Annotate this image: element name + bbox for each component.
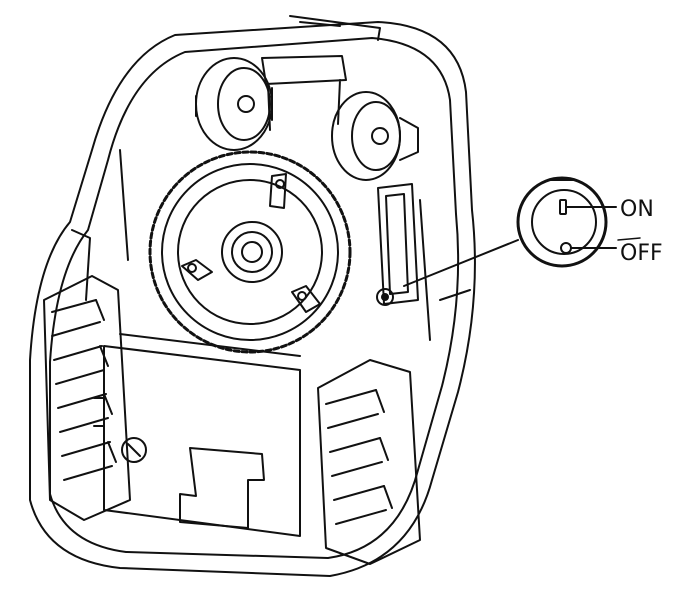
rear-left-drive-wheel bbox=[43, 275, 131, 521]
switch-label-off: OFF bbox=[620, 241, 663, 266]
front-left-caster-wheel bbox=[195, 57, 273, 151]
callout-leader-line bbox=[403, 239, 519, 287]
power-switch-inset bbox=[516, 176, 608, 268]
switch-housing bbox=[119, 149, 431, 341]
front-right-caster-wheel bbox=[331, 91, 419, 181]
battery-compartment bbox=[93, 333, 301, 537]
switch-label-leaders bbox=[565, 206, 641, 249]
switch-label-on: ON bbox=[620, 197, 654, 222]
mower-body-shell bbox=[29, 15, 476, 577]
rear-right-drive-wheel bbox=[317, 359, 421, 565]
front-caster-bridge bbox=[261, 55, 347, 131]
cutting-disc bbox=[148, 150, 352, 354]
battery-cover bbox=[179, 447, 265, 529]
